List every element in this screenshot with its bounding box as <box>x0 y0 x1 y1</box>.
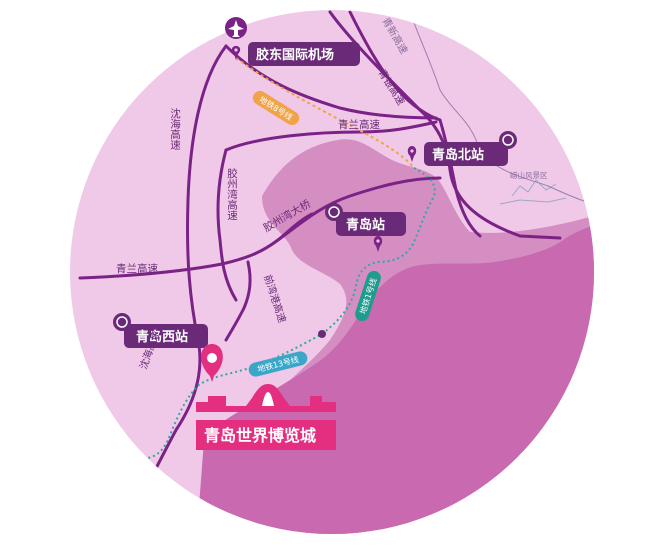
destination-pin[interactable] <box>201 344 223 382</box>
road-label-qinglan-left: 青兰高速 <box>116 262 158 275</box>
road-northeast <box>328 10 562 240</box>
road-label-qinglan-top: 青兰高速 <box>338 118 380 131</box>
north-station-label: 青岛北站 <box>432 147 484 163</box>
train-icon-ring <box>502 134 514 146</box>
west-station-label: 青岛西站 <box>136 329 188 345</box>
road-jiaozhouwan <box>216 148 238 302</box>
train-icon <box>113 313 131 331</box>
pin-hole <box>234 48 238 52</box>
train-icon-ring <box>116 316 128 328</box>
road-airport-north <box>224 44 438 120</box>
expo-building <box>196 384 336 412</box>
road-north-station-south <box>438 118 482 238</box>
road-northeast-2 <box>348 10 442 122</box>
laoshan-outline <box>511 179 557 197</box>
destination-label: 青岛世界博览城 <box>204 426 316 445</box>
north-station-marker[interactable]: 青岛北站 <box>407 131 517 166</box>
location-pin-icon <box>407 146 417 162</box>
train-icon-ring <box>328 206 340 218</box>
metro-stop-dot <box>318 330 326 338</box>
airport-marker[interactable]: 胶东国际机场 <box>225 17 360 66</box>
laoshan-outline-2 <box>499 197 567 205</box>
road-label-jiaozhouwan: 胶州湾高速 <box>226 167 238 220</box>
location-pin-icon <box>231 46 241 60</box>
west-station-marker[interactable]: 青岛西站 <box>113 313 208 348</box>
qingdao-station-marker[interactable]: 青岛站 <box>325 203 406 252</box>
pin-hole <box>207 353 217 363</box>
location-pin-icon <box>373 236 383 252</box>
qingdao-station-label-bg <box>336 212 406 236</box>
pin-hole <box>410 149 414 153</box>
road-label-shenhai: 沈海高速 <box>169 107 181 150</box>
airport-label: 胶东国际机场 <box>256 47 334 63</box>
pin-hole <box>376 239 380 243</box>
airport-label-bg <box>248 42 360 66</box>
road-jiaozhouwan-bridge <box>276 176 442 242</box>
line-metro <box>147 167 436 459</box>
airplane-glyph <box>228 20 244 37</box>
train-icon <box>499 131 517 149</box>
coast-line <box>409 11 594 211</box>
qingdao-station-label: 青岛站 <box>346 217 385 233</box>
train-icon <box>325 203 343 221</box>
road-shenhai <box>138 44 228 502</box>
north-station-label-bg <box>424 142 508 166</box>
line-airport-express <box>235 57 415 169</box>
laoshan-label: 崂山风景区 <box>510 170 548 180</box>
road-diagonal <box>224 260 252 342</box>
destination-label-bg <box>196 420 336 450</box>
road-qinglan-top <box>224 120 438 152</box>
west-station-label-bg <box>124 324 208 348</box>
